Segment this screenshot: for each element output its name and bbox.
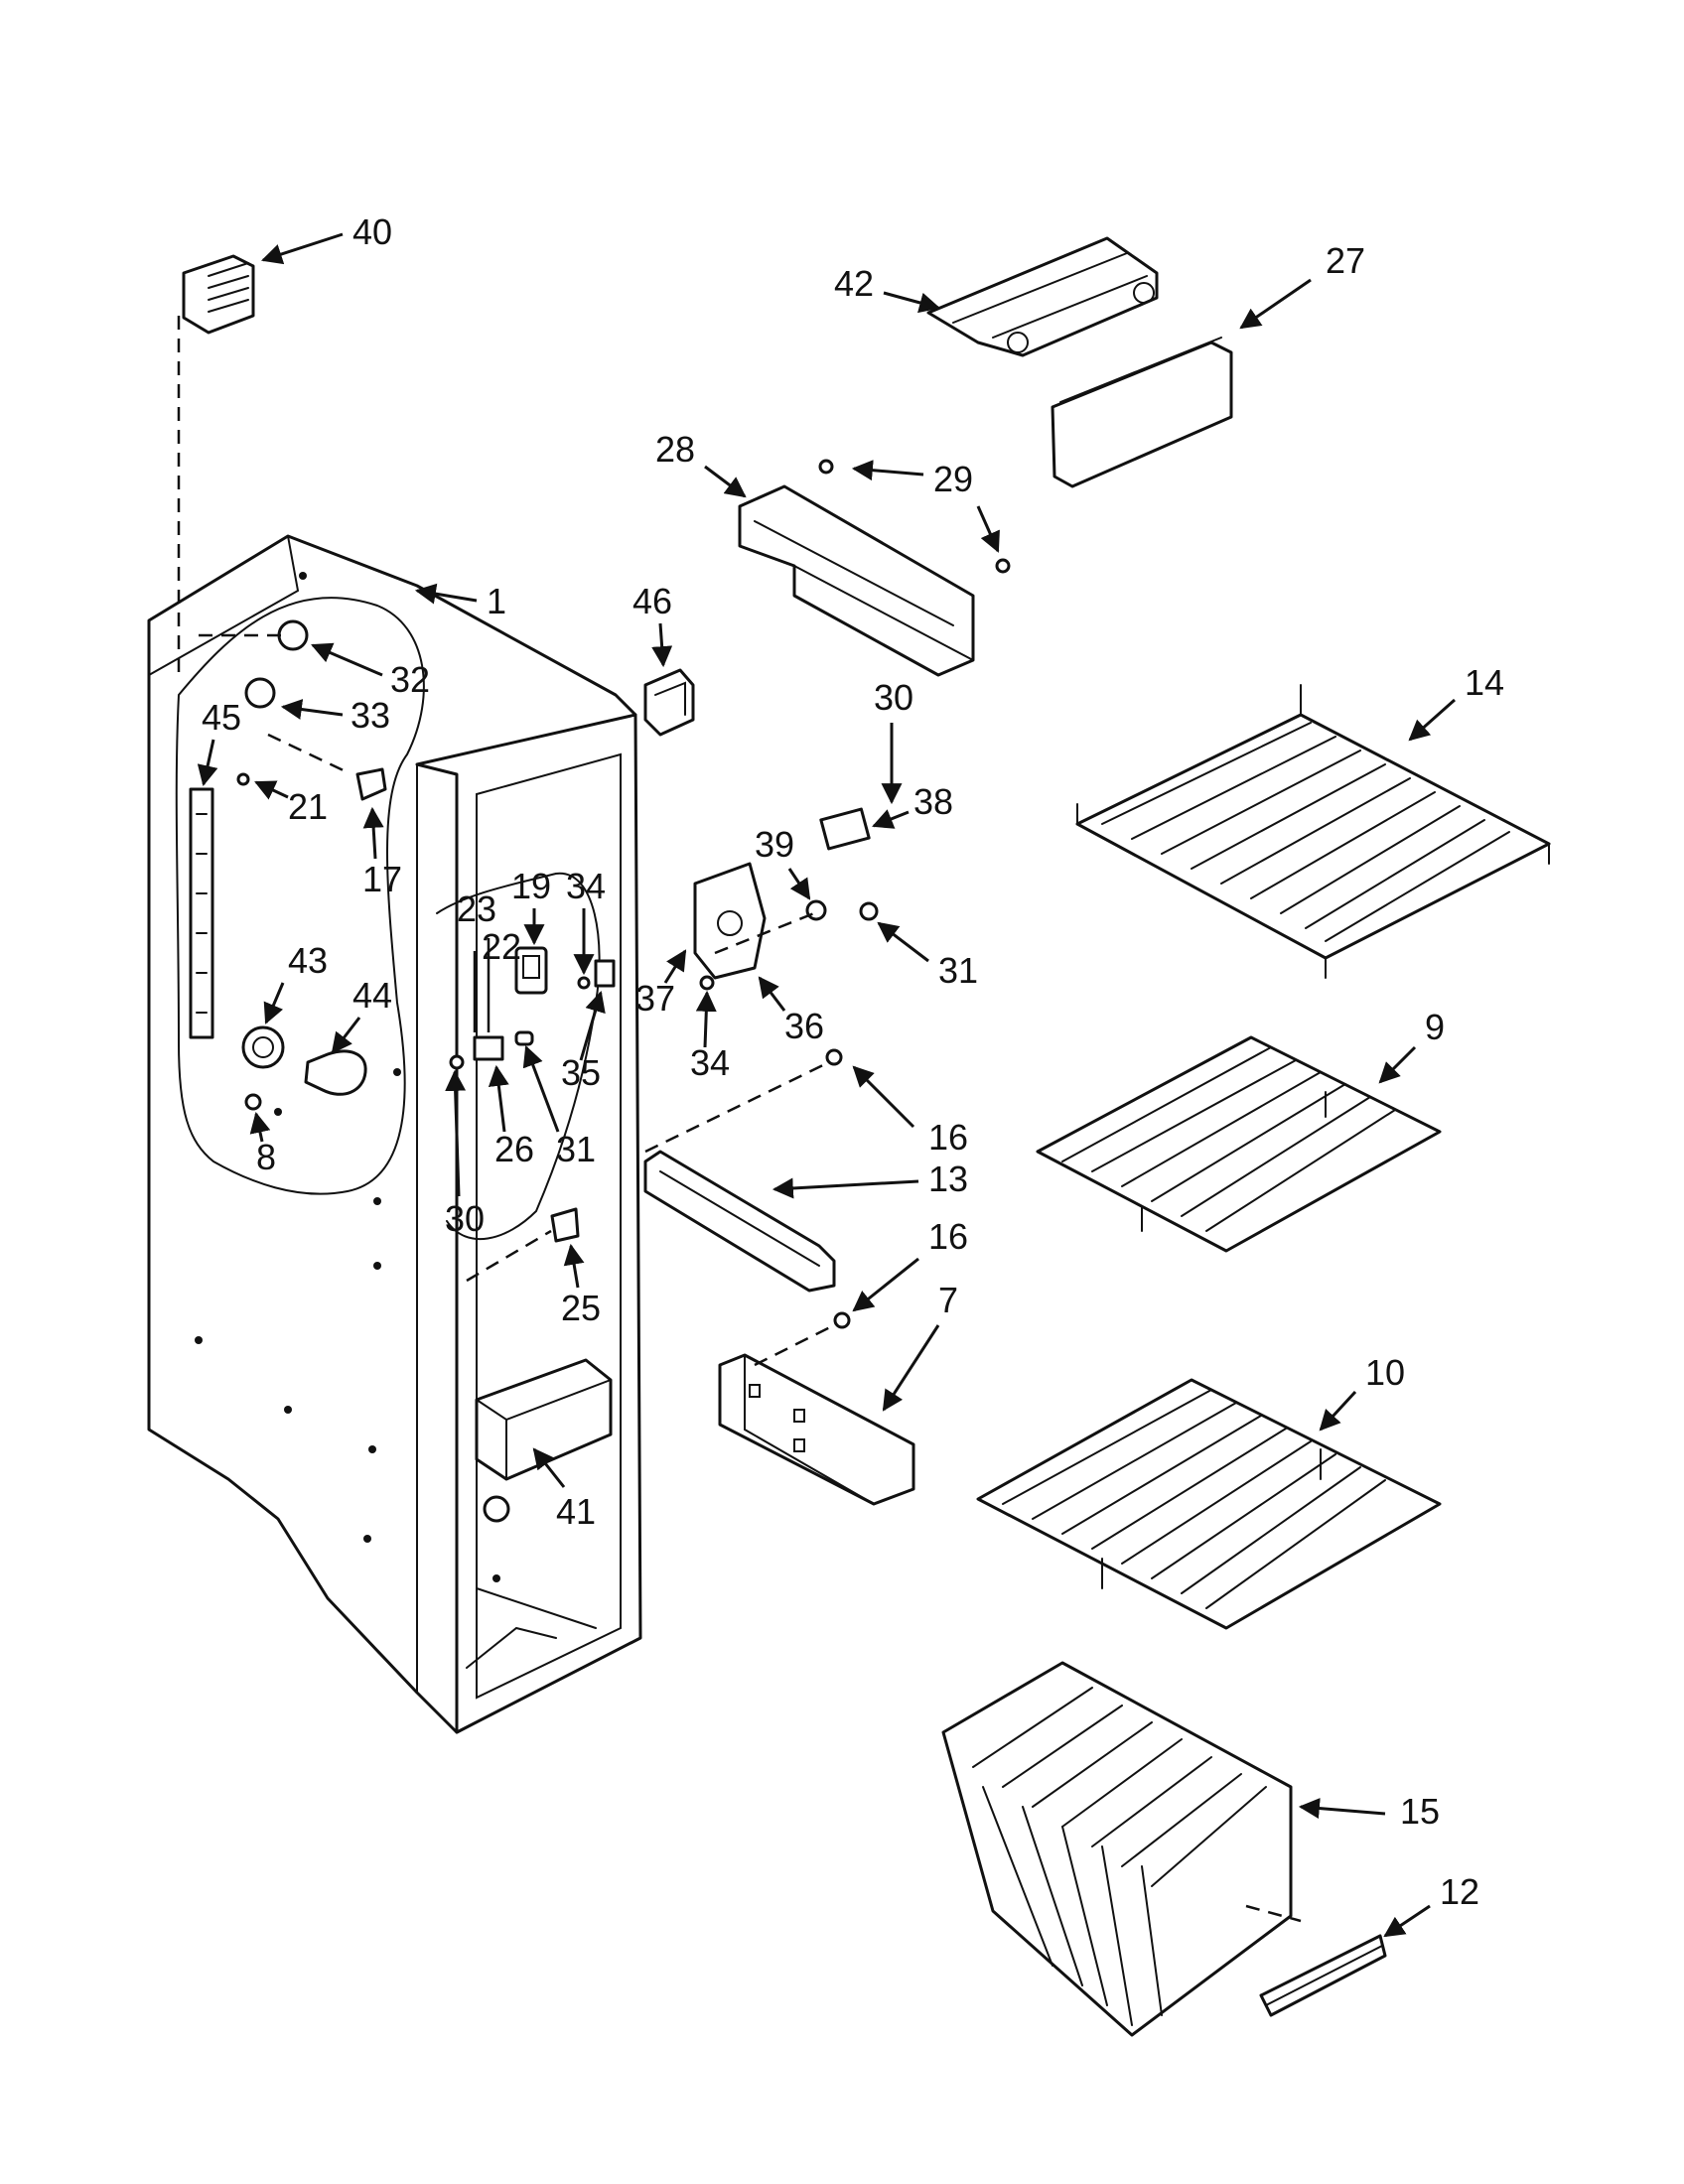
part-38-switch	[819, 807, 871, 851]
callout-23: 23	[457, 888, 496, 929]
part-27-cover	[1051, 337, 1233, 488]
callout-44: 44	[352, 975, 392, 1016]
callout-12: 12	[1440, 1871, 1479, 1912]
callout-13: 13	[928, 1159, 968, 1199]
callout-16-lower: 16	[928, 1216, 968, 1257]
shelf-14	[1075, 684, 1551, 979]
callout-41: 41	[556, 1491, 596, 1532]
part-13-channel	[643, 1048, 843, 1293]
callout-15: 15	[1400, 1791, 1440, 1832]
basket-15	[941, 1661, 1302, 2037]
callout-31-right: 31	[938, 950, 978, 991]
callout-10: 10	[1365, 1352, 1405, 1393]
callout-28: 28	[655, 429, 695, 470]
callout-34-left: 34	[566, 866, 606, 906]
callout-37: 37	[635, 978, 675, 1019]
callout-1: 1	[487, 581, 506, 621]
shelf-10	[976, 1378, 1442, 1630]
callout-31-left: 31	[556, 1129, 596, 1169]
part-46-clip	[643, 668, 695, 737]
callout-32: 32	[390, 659, 430, 700]
callout-46: 46	[632, 581, 672, 621]
callout-38: 38	[913, 781, 953, 822]
callout-25: 25	[561, 1288, 601, 1328]
callout-19: 19	[511, 866, 551, 906]
callout-40: 40	[352, 211, 392, 252]
cabinet-liner	[147, 316, 642, 1734]
part-40-damper	[182, 254, 255, 335]
callout-36: 36	[784, 1006, 824, 1046]
callout-39: 39	[755, 824, 794, 865]
callout-22: 22	[482, 926, 521, 967]
callout-42: 42	[834, 263, 874, 304]
shelf-9	[1036, 1035, 1442, 1253]
callout-30-lower: 30	[445, 1198, 485, 1239]
callout-9: 9	[1425, 1007, 1445, 1047]
callout-30-upper: 30	[874, 677, 913, 718]
callout-16-upper: 16	[928, 1117, 968, 1158]
callout-43: 43	[288, 940, 328, 981]
callout-27: 27	[1326, 240, 1365, 281]
part-36-housing	[693, 862, 879, 991]
callout-8: 8	[256, 1137, 276, 1177]
callout-7: 7	[938, 1280, 958, 1320]
callout-17: 17	[362, 859, 402, 899]
part-42-bracket	[926, 236, 1159, 357]
part-7-housing	[718, 1311, 915, 1506]
callouts: 40 42 27 28 29 1 46 32 33 45 21 17 14 30…	[197, 211, 1504, 1938]
part-12-trim	[1259, 1934, 1387, 2017]
callout-14: 14	[1465, 662, 1504, 703]
part-28-bracket	[738, 459, 1011, 677]
callout-26: 26	[494, 1129, 534, 1169]
callout-45: 45	[202, 697, 241, 738]
callout-21: 21	[288, 786, 328, 827]
callout-29: 29	[933, 459, 973, 499]
callout-33: 33	[351, 695, 390, 736]
callout-34-mid: 34	[690, 1042, 730, 1083]
